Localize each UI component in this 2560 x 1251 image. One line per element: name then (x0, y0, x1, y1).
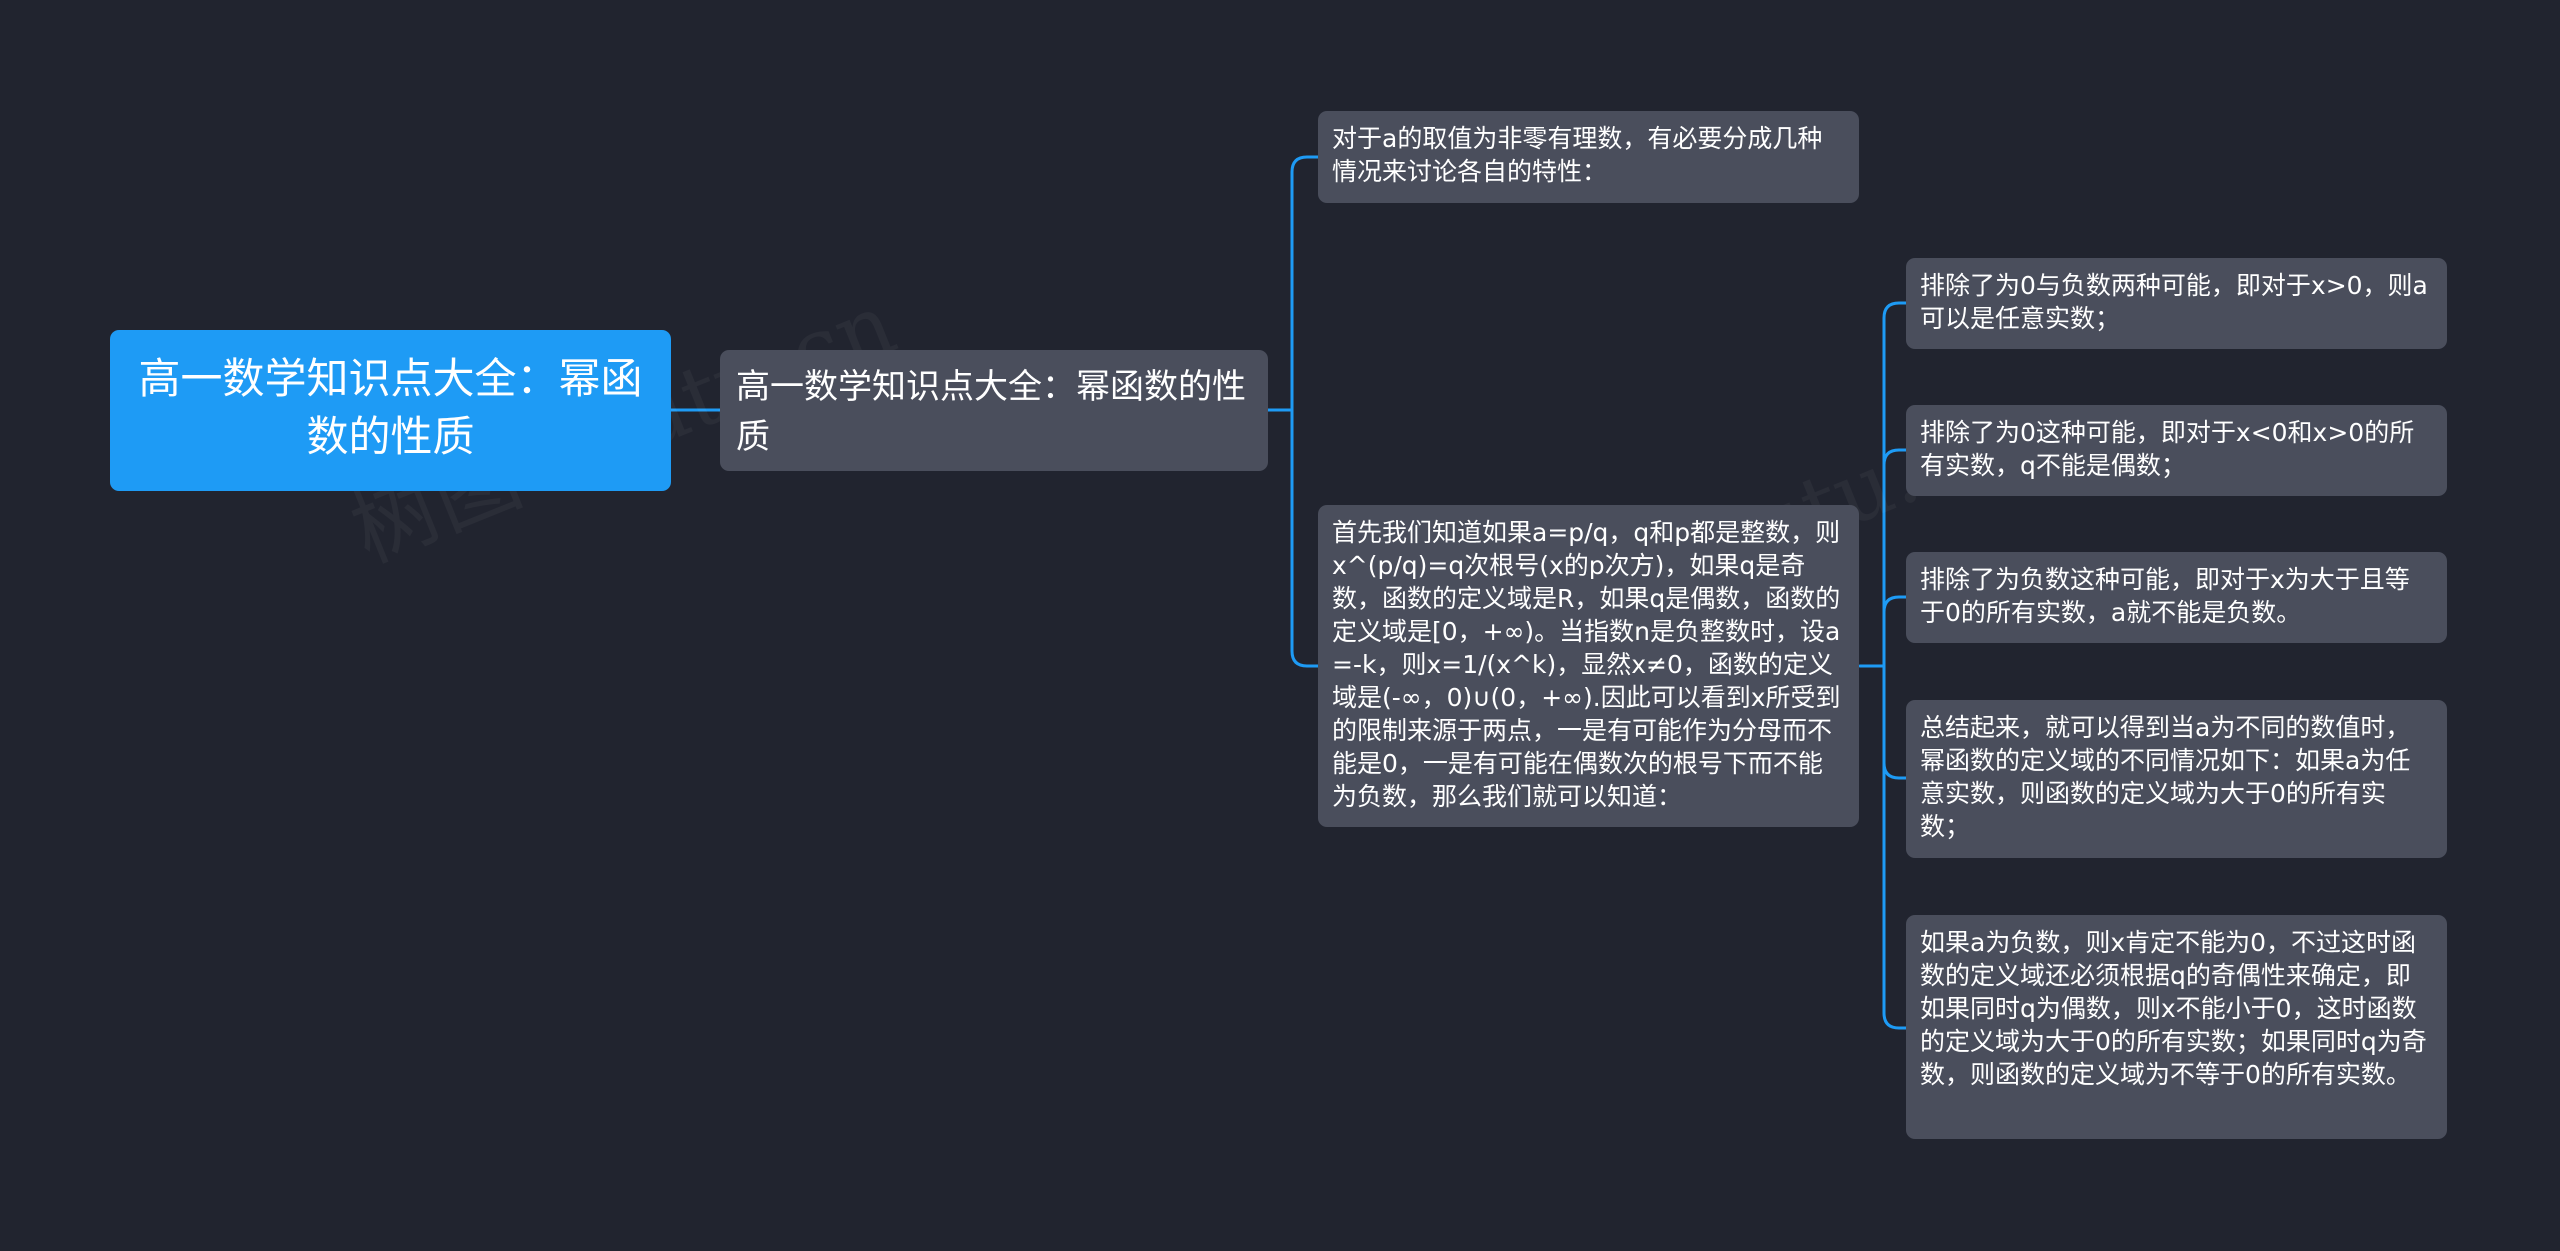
connector-level1-to-intro (1290, 155, 1320, 412)
summary-label: 总结起来，就可以得到当a为不同的数值时，幂函数的定义域的不同情况如下：如果a为任… (1920, 713, 2411, 841)
level1-topic-node[interactable]: 高一数学知识点大全：幂函数的性质 (720, 350, 1268, 471)
connector-to-case-2 (1882, 448, 1908, 668)
explanation-topic-label: 首先我们知道如果a=p/q，q和p都是整数，则x^(p/q)=q次根号(x的p次… (1332, 518, 1841, 811)
connector-to-case-3 (1882, 595, 1908, 668)
case-node-nonzero-x[interactable]: 排除了为0这种可能，即对于x<0和x>0的所有实数，q不能是偶数； (1906, 405, 2447, 496)
connector-to-case-5 (1882, 664, 1908, 1030)
root-topic-label: 高一数学知识点大全：幂函数的性质 (138, 354, 643, 461)
intro-topic-label: 对于a的取值为非零有理数，有必要分成几种情况来讨论各自的特性： (1332, 124, 1823, 186)
negative-a-node[interactable]: 如果a为负数，则x肯定不能为0，不过这时函数的定义域还必须根据q的奇偶性来确定，… (1906, 915, 2447, 1139)
connector-to-case-4 (1882, 664, 1908, 780)
summary-node[interactable]: 总结起来，就可以得到当a为不同的数值时，幂函数的定义域的不同情况如下：如果a为任… (1906, 700, 2447, 858)
negative-a-label: 如果a为负数，则x肯定不能为0，不过这时函数的定义域还必须根据q的奇偶性来确定，… (1920, 928, 2427, 1089)
connector-to-case-1 (1882, 301, 1908, 668)
level1-topic-label: 高一数学知识点大全：幂函数的性质 (736, 367, 1246, 457)
connector-level1-to-explanation (1290, 408, 1320, 668)
case-label: 排除了为0这种可能，即对于x<0和x>0的所有实数，q不能是偶数； (1920, 418, 2415, 480)
explanation-topic-node[interactable]: 首先我们知道如果a=p/q，q和p都是整数，则x^(p/q)=q次根号(x的p次… (1318, 505, 1859, 827)
case-label: 排除了为负数这种可能，即对于x为大于且等于0的所有实数，a就不能是负数。 (1920, 565, 2410, 627)
case-node-nonnegative-x[interactable]: 排除了为负数这种可能，即对于x为大于且等于0的所有实数，a就不能是负数。 (1906, 552, 2447, 643)
case-label: 排除了为0与负数两种可能，即对于x>0，则a可以是任意实数； (1920, 271, 2428, 333)
case-node-positive-x[interactable]: 排除了为0与负数两种可能，即对于x>0，则a可以是任意实数； (1906, 258, 2447, 349)
intro-topic-node[interactable]: 对于a的取值为非零有理数，有必要分成几种情况来讨论各自的特性： (1318, 111, 1859, 203)
root-topic-node[interactable]: 高一数学知识点大全：幂函数的性质 (110, 330, 671, 491)
